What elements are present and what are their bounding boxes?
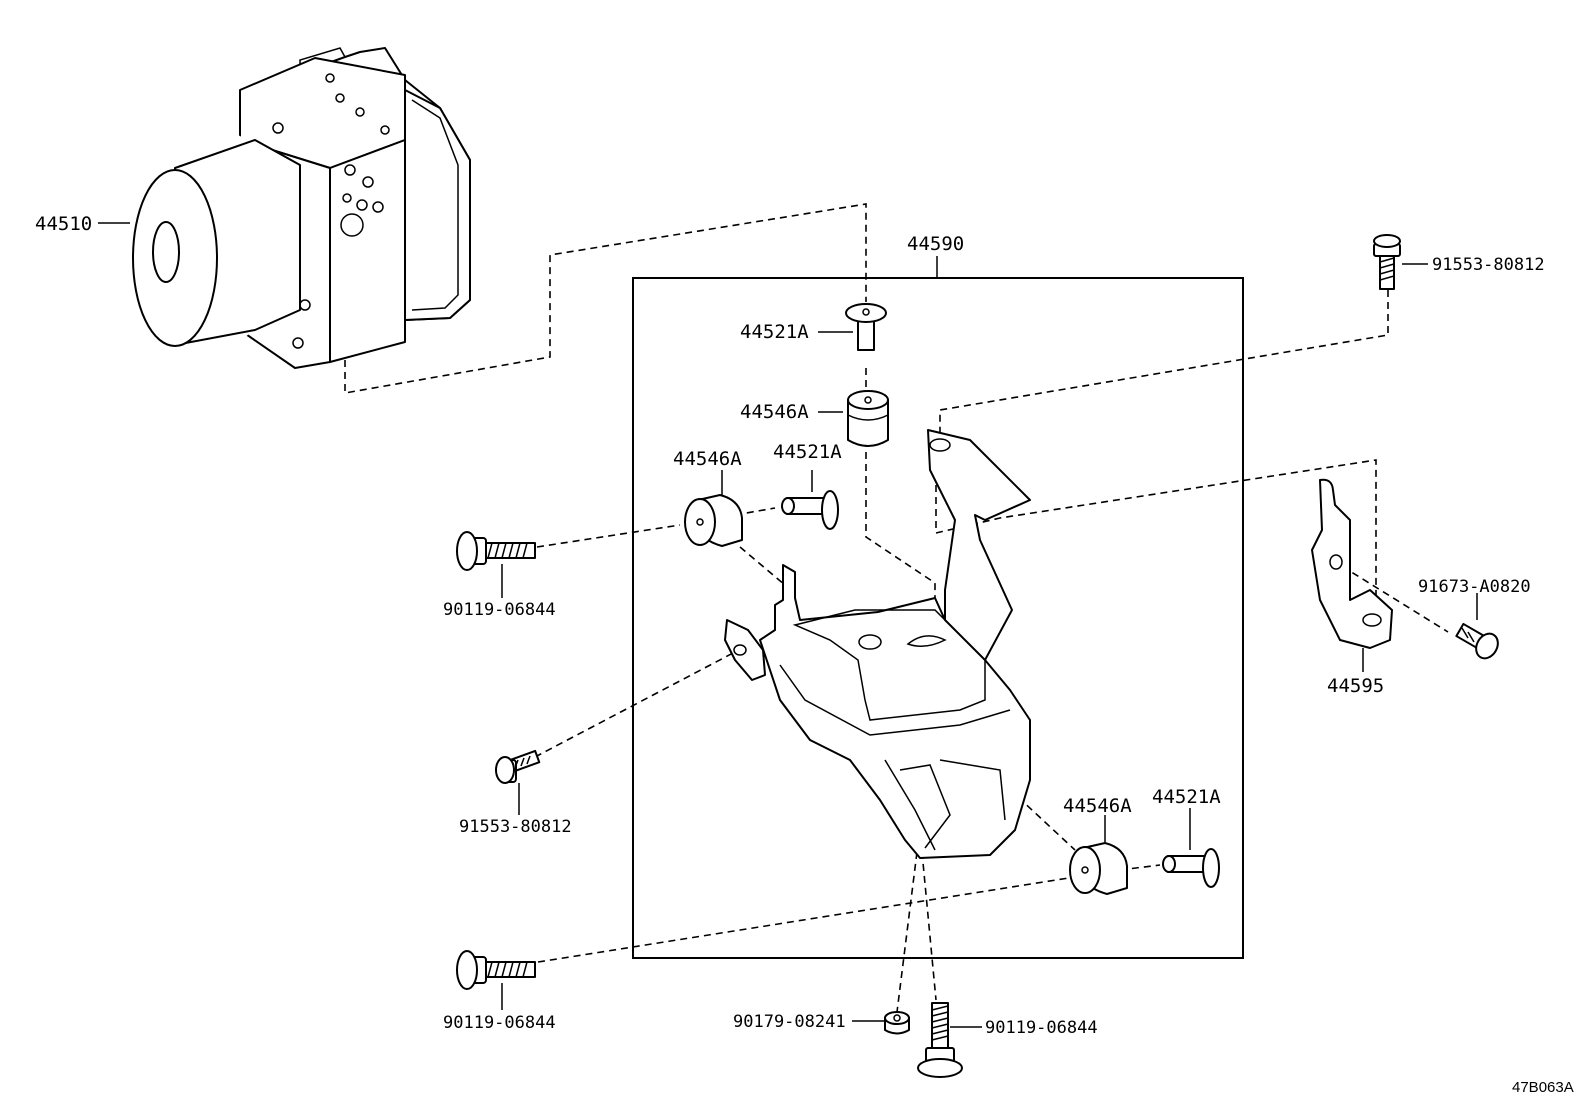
abs-actuator bbox=[130, 47, 471, 369]
bolt-top-right bbox=[1373, 234, 1401, 290]
label-91553-80812-left: 91553-80812 bbox=[459, 817, 572, 837]
bolt-right bbox=[1455, 622, 1499, 660]
bolt-bottom bbox=[917, 1002, 963, 1078]
label-90119-06844-lower: 90119-06844 bbox=[443, 1013, 556, 1033]
label-44521a-top: 44521A bbox=[740, 321, 809, 343]
label-91553-80812-top-right: 91553-80812 bbox=[1432, 255, 1545, 275]
label-44590: 44590 bbox=[907, 233, 964, 255]
label-90119-06844-bottom: 90119-06844 bbox=[985, 1018, 1098, 1038]
label-44510: 44510 bbox=[35, 213, 92, 235]
label-44595: 44595 bbox=[1327, 675, 1384, 697]
bolt-left-lower bbox=[456, 950, 536, 990]
bracket-assembly-frame bbox=[632, 277, 1244, 959]
grommet-left bbox=[781, 490, 839, 530]
label-44546a-left: 44546A bbox=[673, 448, 742, 470]
cushion-right bbox=[1069, 842, 1128, 895]
label-44546a-top: 44546A bbox=[740, 401, 809, 423]
bolt-left-mid bbox=[495, 749, 541, 784]
label-44521a-left: 44521A bbox=[773, 441, 842, 463]
cushion-left bbox=[684, 494, 743, 547]
label-90179-08241: 90179-08241 bbox=[733, 1012, 846, 1032]
grommet-top bbox=[845, 303, 887, 351]
label-44521a-right: 44521A bbox=[1152, 786, 1221, 808]
grommet-right bbox=[1162, 848, 1220, 888]
label-91673-a0820: 91673-A0820 bbox=[1418, 577, 1531, 597]
small-bracket bbox=[1311, 478, 1393, 649]
cushion-top bbox=[847, 390, 889, 447]
label-90119-06844-upper: 90119-06844 bbox=[443, 600, 556, 620]
label-44546a-right: 44546A bbox=[1063, 795, 1132, 817]
figure-code: 47B063A bbox=[1512, 1079, 1574, 1096]
main-bracket bbox=[724, 429, 1031, 859]
nut-bottom bbox=[884, 1011, 910, 1035]
bolt-left-upper bbox=[456, 531, 536, 571]
